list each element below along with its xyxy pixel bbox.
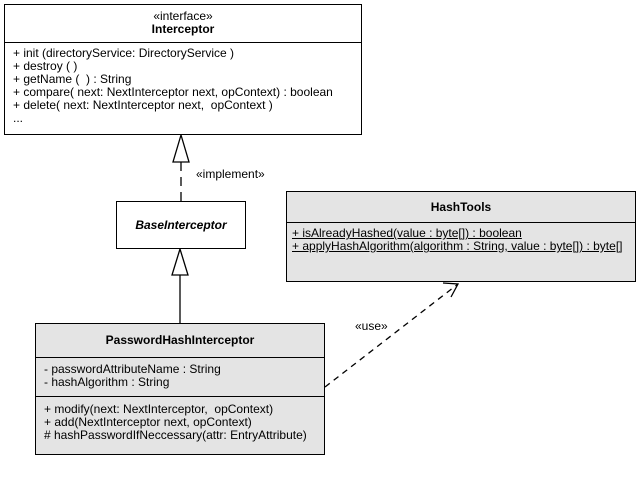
password-hash-interceptor-operation: + modify(next: NextInterceptor, opContex…: [44, 402, 274, 416]
use-arrowhead: [442, 282, 460, 298]
password-hash-interceptor-attributes: - passwordAttributeName : String - hashA…: [36, 357, 324, 396]
interceptor-operations: + init (directoryService: DirectoryServi…: [5, 42, 361, 129]
interceptor-class: «interface» Interceptor + init (director…: [4, 4, 362, 135]
password-hash-interceptor-operation: # hashPasswordIfNeccessary(attr: EntryAt…: [44, 428, 307, 442]
interceptor-name: Interceptor: [151, 22, 215, 36]
interceptor-operation: ...: [13, 111, 24, 125]
implement-arrowhead: [172, 132, 190, 163]
hash-tools-operation: + applyHashAlgorithm(algorithm : String,…: [292, 239, 623, 253]
hash-tools-operations: + isAlreadyHashed(value : byte[]) : bool…: [287, 222, 635, 257]
password-hash-interceptor-name: PasswordHashInterceptor: [105, 333, 255, 347]
interceptor-operation: + compare( next: NextInterceptor next, o…: [13, 85, 333, 99]
use-label: «use»: [355, 319, 388, 333]
inheritance-arrowhead: [171, 246, 189, 276]
interceptor-operation: + delete( next: NextInterceptor next, op…: [13, 98, 273, 112]
implement-label: «implement»: [196, 167, 265, 181]
hash-tools-class: HashTools + isAlreadyHashed(value : byte…: [286, 191, 636, 282]
interceptor-header: «interface» Interceptor: [5, 5, 361, 42]
password-hash-interceptor-class: PasswordHashInterceptor - passwordAttrib…: [35, 323, 325, 455]
interceptor-stereotype: «interface»: [153, 9, 213, 23]
interceptor-operation: + getName ( ) : String: [13, 72, 132, 86]
password-hash-interceptor-operation: + add(NextInterceptor next, opContext): [44, 415, 252, 429]
base-interceptor-name: BaseInterceptor: [135, 218, 227, 232]
password-hash-interceptor-attribute: - passwordAttributeName : String: [44, 362, 221, 376]
password-hash-interceptor-operations: + modify(next: NextInterceptor, opContex…: [36, 396, 324, 446]
interceptor-operation: + init (directoryService: DirectoryServi…: [13, 46, 235, 60]
use-line: [324, 283, 459, 388]
base-interceptor-class: BaseInterceptor: [116, 201, 246, 249]
hash-tools-name: HashTools: [430, 200, 492, 214]
hash-tools-operation: + isAlreadyHashed(value : byte[]) : bool…: [292, 226, 522, 240]
interceptor-operation: + destroy ( ): [13, 59, 78, 73]
password-hash-interceptor-attribute: - hashAlgorithm : String: [44, 375, 170, 389]
